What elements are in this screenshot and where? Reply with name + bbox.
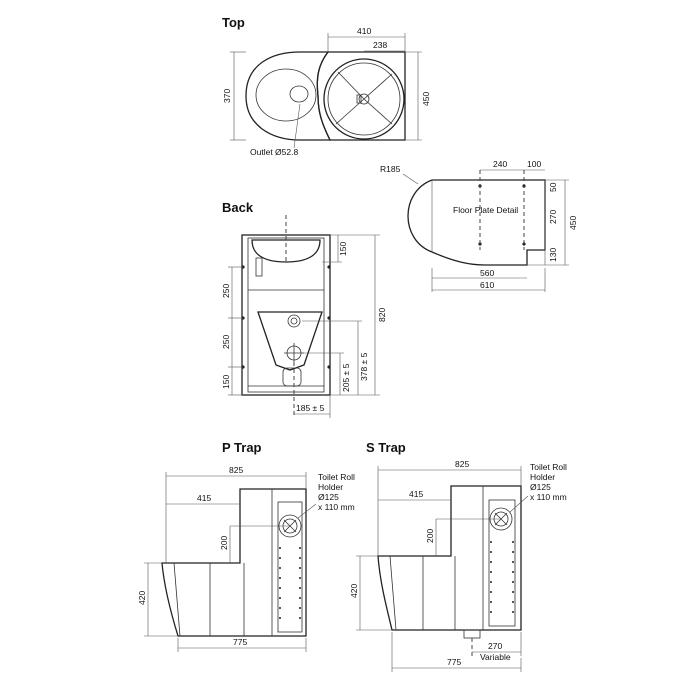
holder-label-2: Holder	[530, 472, 555, 482]
dim-378: 378 ± 5	[359, 352, 369, 381]
dim-205: 205 ± 5	[341, 363, 351, 392]
dim-100: 100	[527, 159, 541, 169]
access-panel	[488, 499, 516, 627]
dim-825: 825	[229, 465, 243, 475]
dim-825: 825	[455, 459, 469, 469]
dim-420: 420	[137, 591, 147, 605]
dim-50: 50	[548, 182, 558, 192]
trap-profile	[282, 367, 302, 387]
top-view: Top 410 238 370 450 Outlet Ø52.8	[222, 15, 431, 157]
holder-label-4: x 110 mm	[530, 492, 567, 502]
floor-plate-label: Floor Plate Detail	[453, 205, 518, 215]
dim-450: 450	[568, 216, 578, 230]
dim-185: 185 ± 5	[296, 403, 325, 413]
s-trap-view: S Trap 825 415 200	[349, 440, 567, 672]
dim-270: 270	[548, 210, 558, 224]
dim-610: 610	[480, 280, 494, 290]
dim-238: 238	[373, 40, 387, 50]
floor-plate-outline	[407, 179, 546, 266]
dim-250-a: 250	[221, 284, 231, 298]
dim-420: 420	[349, 584, 359, 598]
outlet-leader	[293, 103, 301, 149]
p-trap-view: P Trap 825 415 200 420	[137, 440, 355, 652]
basin-drain	[358, 93, 370, 105]
variable-label: Variable	[480, 652, 511, 662]
basin-unit-outline	[316, 51, 406, 141]
dim-410: 410	[357, 26, 371, 36]
holder-label-1: Toilet Roll	[318, 472, 355, 482]
dim-415: 415	[409, 489, 423, 499]
holder-leader	[509, 495, 529, 513]
pan-profile	[257, 311, 323, 371]
dim-820: 820	[377, 308, 387, 322]
holder-leader	[297, 503, 317, 519]
floor-plate-view: R185 Floor Plate Detail 240 100 50 270 1…	[380, 159, 578, 292]
dim-250-b: 250	[221, 335, 231, 349]
dim-130: 130	[548, 248, 558, 262]
p-trap-outline	[161, 488, 307, 637]
holder-label-2: Holder	[318, 482, 343, 492]
holder-label-1: Toilet Roll	[530, 462, 567, 472]
back-frame	[241, 234, 331, 396]
dim-270: 270	[488, 641, 502, 651]
basin-inner-rim	[327, 62, 401, 136]
dim-775: 775	[233, 637, 247, 647]
top-view-title: Top	[222, 15, 245, 30]
dim-200: 200	[425, 529, 435, 543]
basin-profile	[251, 239, 321, 263]
dim-200: 200	[219, 536, 229, 550]
basin-line	[363, 98, 393, 125]
tap-icon	[356, 94, 362, 104]
dim-560: 560	[480, 268, 494, 278]
dim-415: 415	[197, 493, 211, 503]
fixing-point	[327, 265, 331, 269]
basin-line	[363, 73, 393, 100]
outlet-circle	[289, 85, 309, 103]
radius-leader	[402, 173, 419, 185]
panel-rivets	[490, 541, 514, 613]
dim-450: 450	[421, 92, 431, 106]
fixing-point	[327, 316, 331, 320]
dim-775: 775	[447, 657, 461, 667]
holder-label-4: x 110 mm	[318, 502, 355, 512]
basin-bowl	[323, 58, 405, 140]
radius-label: R185	[380, 164, 401, 174]
fixing-point	[327, 365, 331, 369]
p-trap-title: P Trap	[222, 440, 262, 455]
basin-line	[337, 71, 365, 100]
back-view-title: Back	[222, 200, 254, 215]
s-trap-outline	[377, 485, 522, 631]
panel-rivets	[279, 547, 301, 619]
back-view: Back 250 250 150 150	[221, 200, 387, 418]
outlet-inner	[290, 317, 298, 325]
tap-body	[255, 257, 263, 277]
dim-150-bottom: 150	[221, 375, 231, 389]
s-trap-title: S Trap	[366, 440, 406, 455]
holder-label-3: Ø125	[530, 482, 551, 492]
dim-370: 370	[222, 89, 232, 103]
dim-240: 240	[493, 159, 507, 169]
outlet-label: Outlet Ø52.8	[250, 147, 298, 157]
s-trap-outlet	[463, 629, 481, 639]
bowl-outline	[255, 68, 317, 122]
dim-150-top: 150	[338, 242, 348, 256]
pan-edge	[389, 555, 397, 631]
pan-edge	[173, 562, 181, 637]
outlet-circle	[287, 314, 301, 328]
access-panel	[277, 501, 303, 633]
holder-label-3: Ø125	[318, 492, 339, 502]
